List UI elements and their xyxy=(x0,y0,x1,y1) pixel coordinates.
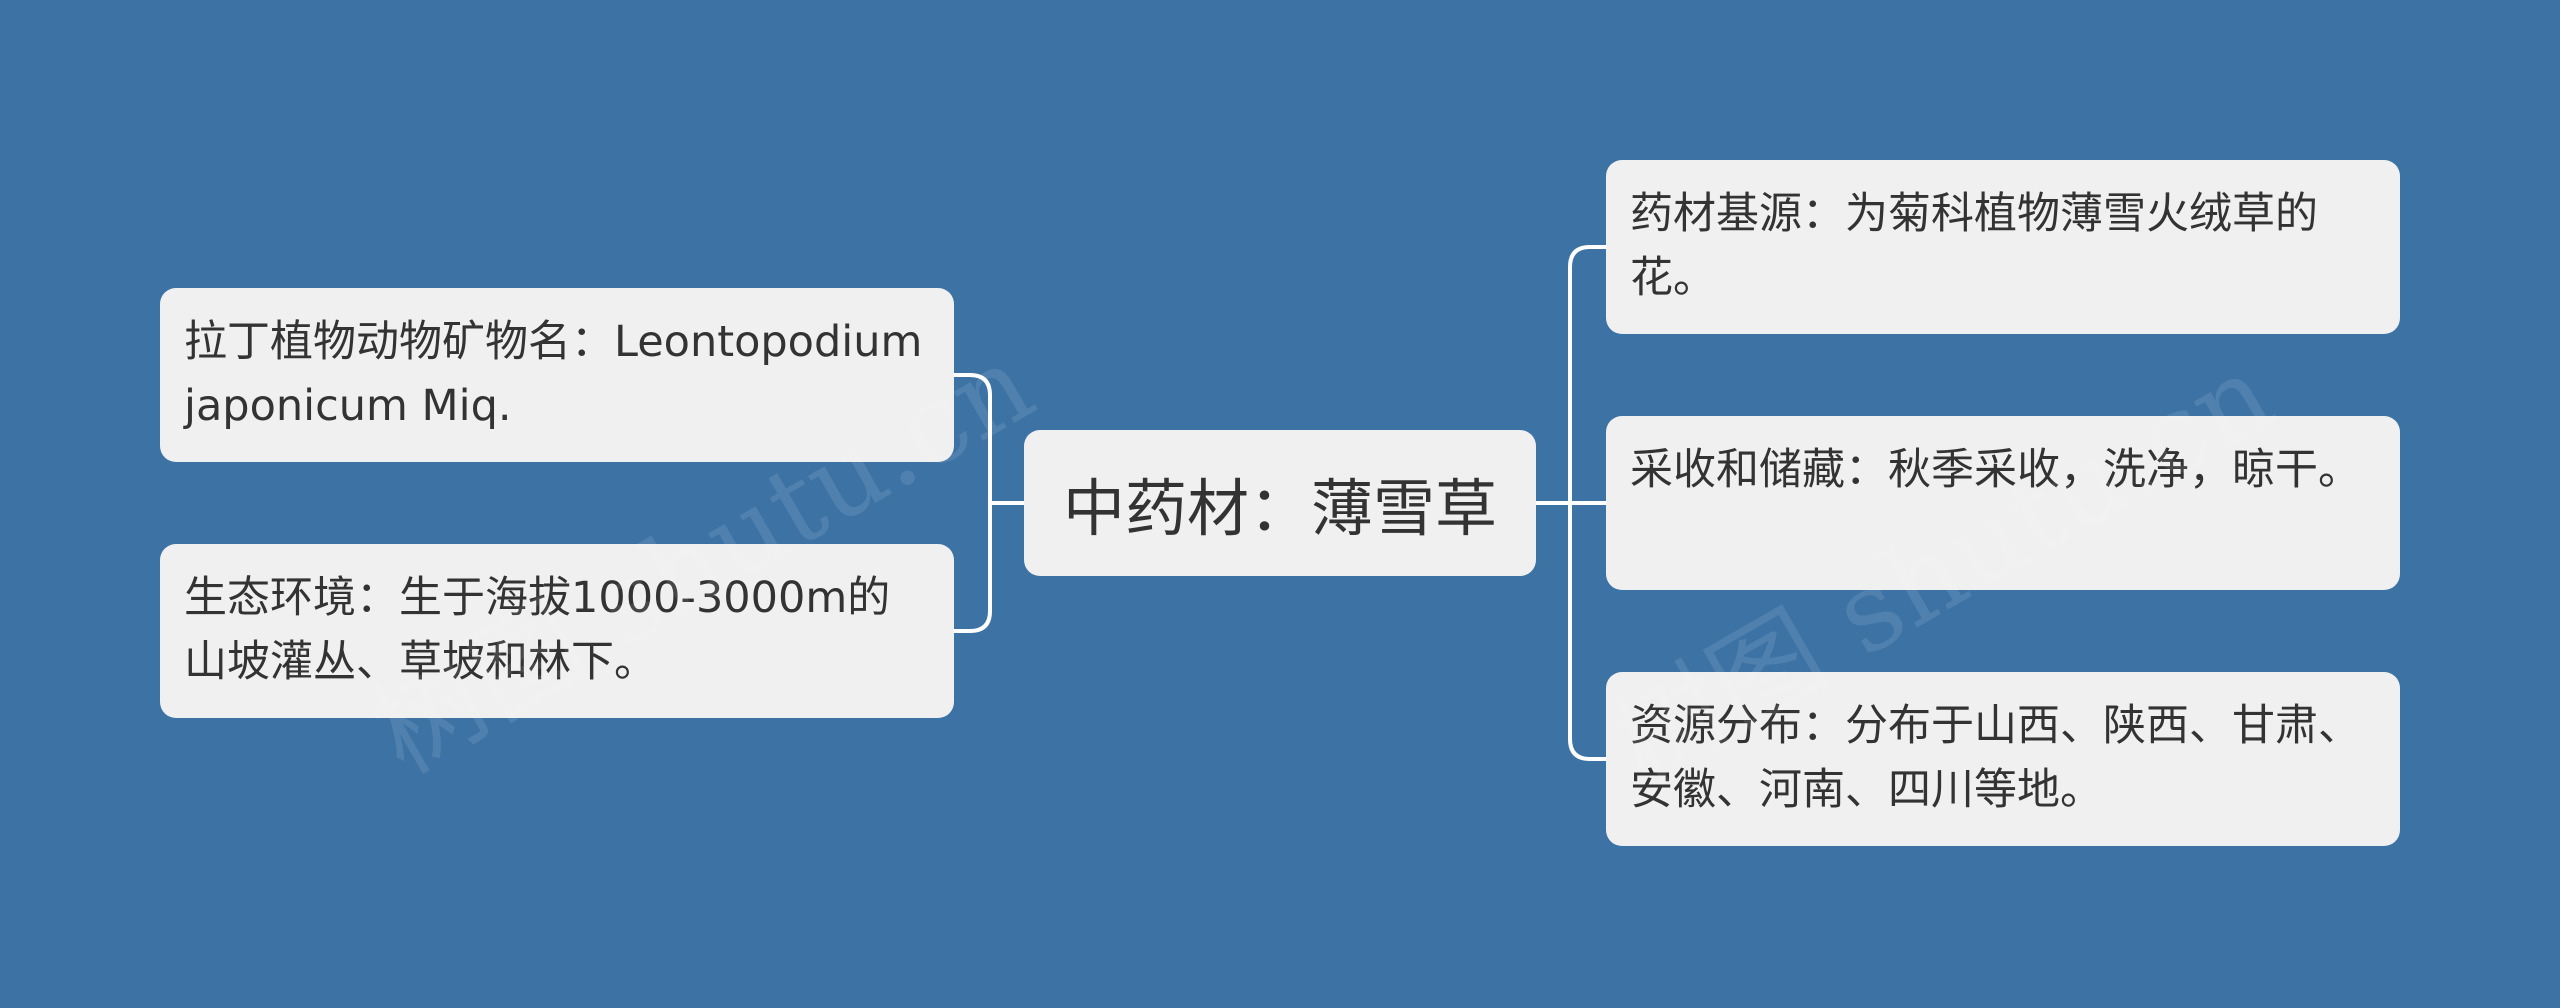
node-harvest[interactable]: 采收和储藏：秋季采收，洗净，晾干。 xyxy=(1606,416,2400,590)
connector-right-source xyxy=(1568,245,1608,505)
root-node-label: 中药材：薄雪草 xyxy=(1062,472,1497,545)
node-source-label: 药材基源：为菊科植物薄雪火绒草的花。 xyxy=(1630,189,2318,303)
node-habitat-label: 生态环境：生于海拔1000-3000m的山坡灌丛、草坡和林下。 xyxy=(184,573,891,687)
node-source[interactable]: 药材基源：为菊科植物薄雪火绒草的花。 xyxy=(1606,160,2400,334)
connector-left-habitat xyxy=(952,501,992,633)
connector-right-distrib xyxy=(1568,501,1608,761)
node-habitat[interactable]: 生态环境：生于海拔1000-3000m的山坡灌丛、草坡和林下。 xyxy=(160,544,954,718)
node-harvest-label: 采收和储藏：秋季采收，洗净，晾干。 xyxy=(1630,445,2361,495)
node-latin-name-label: 拉丁植物动物矿物名：Leontopodium japonicum Miq. xyxy=(184,317,923,431)
node-distribution[interactable]: 资源分布：分布于山西、陕西、甘肃、安徽、河南、四川等地。 xyxy=(1606,672,2400,846)
node-distribution-label: 资源分布：分布于山西、陕西、甘肃、安徽、河南、四川等地。 xyxy=(1630,701,2361,815)
root-node[interactable]: 中药材：薄雪草 xyxy=(1024,430,1536,576)
node-latin-name[interactable]: 拉丁植物动物矿物名：Leontopodium japonicum Miq. xyxy=(160,288,954,462)
connector-left-latin xyxy=(952,373,992,505)
